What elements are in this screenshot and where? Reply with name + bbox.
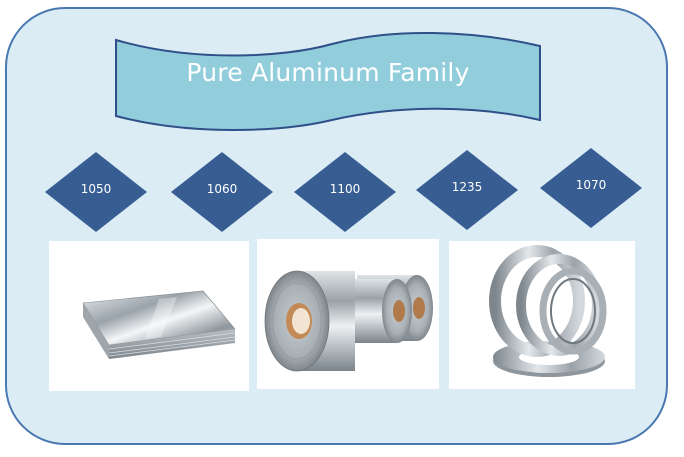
grade-diamond-1060: 1060	[171, 152, 273, 232]
grade-label: 1050	[80, 182, 112, 196]
grade-label: 1070	[575, 178, 607, 192]
aluminum-coil-rolls-image	[257, 239, 439, 389]
grade-label: 1235	[451, 180, 483, 194]
grade-diamond-1050: 1050	[45, 152, 147, 232]
grade-diamond-1070: 1070	[540, 148, 642, 228]
aluminum-sheet-stack-image	[49, 241, 249, 391]
banner-title: Pure Aluminum Family	[186, 58, 470, 87]
grade-label: 1060	[206, 182, 238, 196]
aluminum-strip-coils-image	[449, 241, 635, 389]
grade-diamond-1235: 1235	[416, 150, 518, 230]
title-banner: Pure Aluminum Family	[112, 28, 544, 134]
grade-label: 1100	[329, 182, 361, 196]
grade-diamond-1100: 1100	[294, 152, 396, 232]
